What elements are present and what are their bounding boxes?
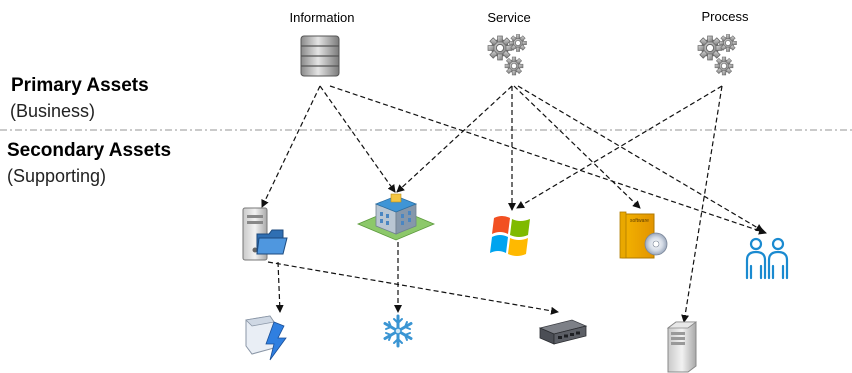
service-gears-icon xyxy=(487,34,527,76)
arrow-information-to-people xyxy=(329,85,767,235)
information-label: Information xyxy=(289,10,355,25)
database-icon xyxy=(300,35,340,77)
arrow-service-to-software-box xyxy=(513,85,641,209)
primary-assets-subtitle: (Business) xyxy=(10,101,96,121)
arrow-file-server-to-power-device xyxy=(275,261,284,313)
snowflake-icon xyxy=(383,314,413,348)
software-box-icon: software xyxy=(619,211,668,259)
primary-assets-heading: Primary Assets xyxy=(11,75,149,96)
office-building-icon xyxy=(356,193,436,241)
software-box-label: software xyxy=(630,218,649,224)
arrow-service-to-building xyxy=(396,85,513,193)
service-label: Service xyxy=(487,10,531,25)
power-device-icon xyxy=(245,315,287,361)
arrow-information-to-file-server xyxy=(261,85,321,208)
network-switch-icon xyxy=(538,319,588,345)
windows-logo-icon xyxy=(490,216,530,256)
process-label: Process xyxy=(701,9,749,24)
people-icon xyxy=(745,237,789,280)
arrow-process-to-tower-server xyxy=(681,85,723,323)
process-gears-icon xyxy=(697,34,737,76)
tower-server-icon xyxy=(666,321,698,373)
secondary-assets-heading: Secondary Assets xyxy=(7,140,172,161)
secondary-assets-subtitle: (Supporting) xyxy=(7,166,107,186)
arrow-service-to-people xyxy=(517,85,764,232)
arrow-file-server-to-network-switch xyxy=(267,261,559,315)
file-server-icon xyxy=(242,207,288,261)
arrow-information-to-building xyxy=(319,85,396,193)
